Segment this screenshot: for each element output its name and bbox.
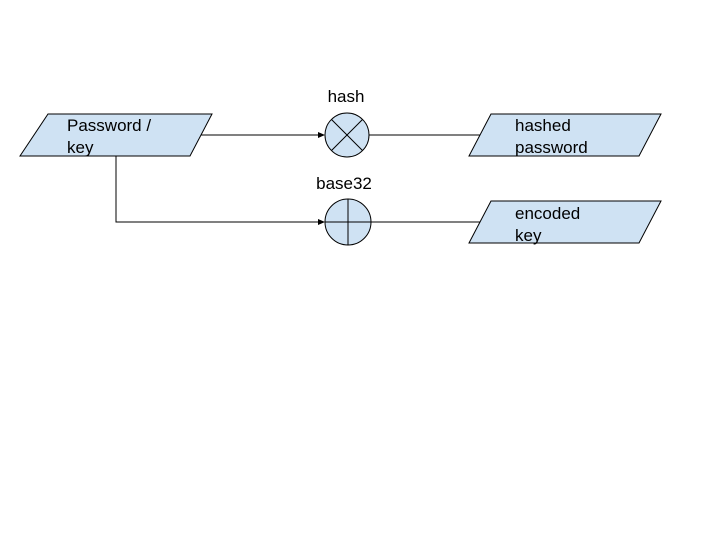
circle-plus-icon — [324, 198, 372, 246]
output-shape-encoded-key: encoded key — [468, 200, 662, 245]
input-label-line2: key — [67, 138, 94, 157]
circle-x-icon — [324, 112, 370, 158]
hashed-output-line1: hashed — [515, 116, 571, 135]
hashed-output-line2: password — [515, 138, 588, 157]
output-shape-hashed-password: hashed password — [468, 113, 662, 157]
input-label-line1: Password / — [67, 116, 151, 135]
encoded-output-line1: encoded — [515, 204, 580, 223]
arrowhead-hash — [318, 132, 325, 138]
input-shape-password-key: Password / key — [19, 113, 213, 157]
connector-input-to-base32 — [115, 156, 318, 223]
encoded-output-line2: key — [515, 226, 542, 245]
base32-label: base32 — [316, 174, 372, 193]
hash-label: hash — [328, 87, 365, 106]
arrowhead-base32 — [318, 219, 325, 225]
